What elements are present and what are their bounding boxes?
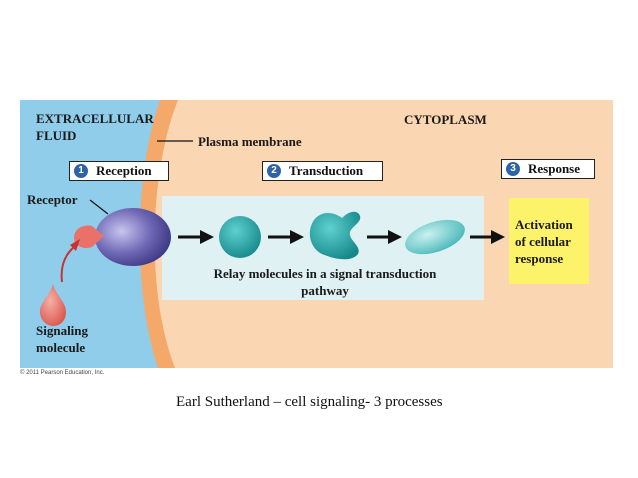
step-response-label: Response xyxy=(528,161,581,176)
relay-molecule-3-icon xyxy=(405,219,465,255)
step-number-1-icon: 1 xyxy=(74,164,88,178)
relay-molecule-2-icon xyxy=(309,211,361,260)
step-reception: 1 Reception xyxy=(69,161,169,181)
step-number-3-icon: 3 xyxy=(506,162,520,176)
bound-signal-icon xyxy=(74,225,104,248)
receptor-pointer xyxy=(89,199,109,215)
step-response: 3 Response xyxy=(501,159,595,179)
pathway-arrows xyxy=(178,230,505,244)
slide-caption: Earl Sutherland – cell signaling- 3 proc… xyxy=(176,394,443,410)
step-reception-label: Reception xyxy=(96,163,152,178)
cytoplasm-label: CYTOPLASM xyxy=(404,112,487,127)
response-label: Activation of cellular response xyxy=(515,217,573,266)
relay-molecule-1-icon xyxy=(219,216,261,258)
step-transduction-label: Transduction xyxy=(289,163,364,178)
signaling-molecule-icon xyxy=(39,284,66,326)
signaling-molecule-label: Signaling molecule xyxy=(36,323,89,355)
step-transduction: 2 Transduction xyxy=(262,161,383,181)
receptor-icon xyxy=(95,208,171,266)
plasma-membrane-label: Plasma membrane xyxy=(198,134,302,149)
response-box xyxy=(509,198,589,284)
extracellular-fluid-label: EXTRACELLULAR FLUID xyxy=(36,111,154,143)
relay-molecules-label: Relay molecules in a signal transduction… xyxy=(213,266,437,298)
step-number-2-icon: 2 xyxy=(267,164,281,178)
binding-arrow-head xyxy=(70,239,80,251)
copyright-notice: © 2011 Pearson Education, Inc. xyxy=(20,370,105,376)
receptor-label: Receptor xyxy=(27,192,78,207)
